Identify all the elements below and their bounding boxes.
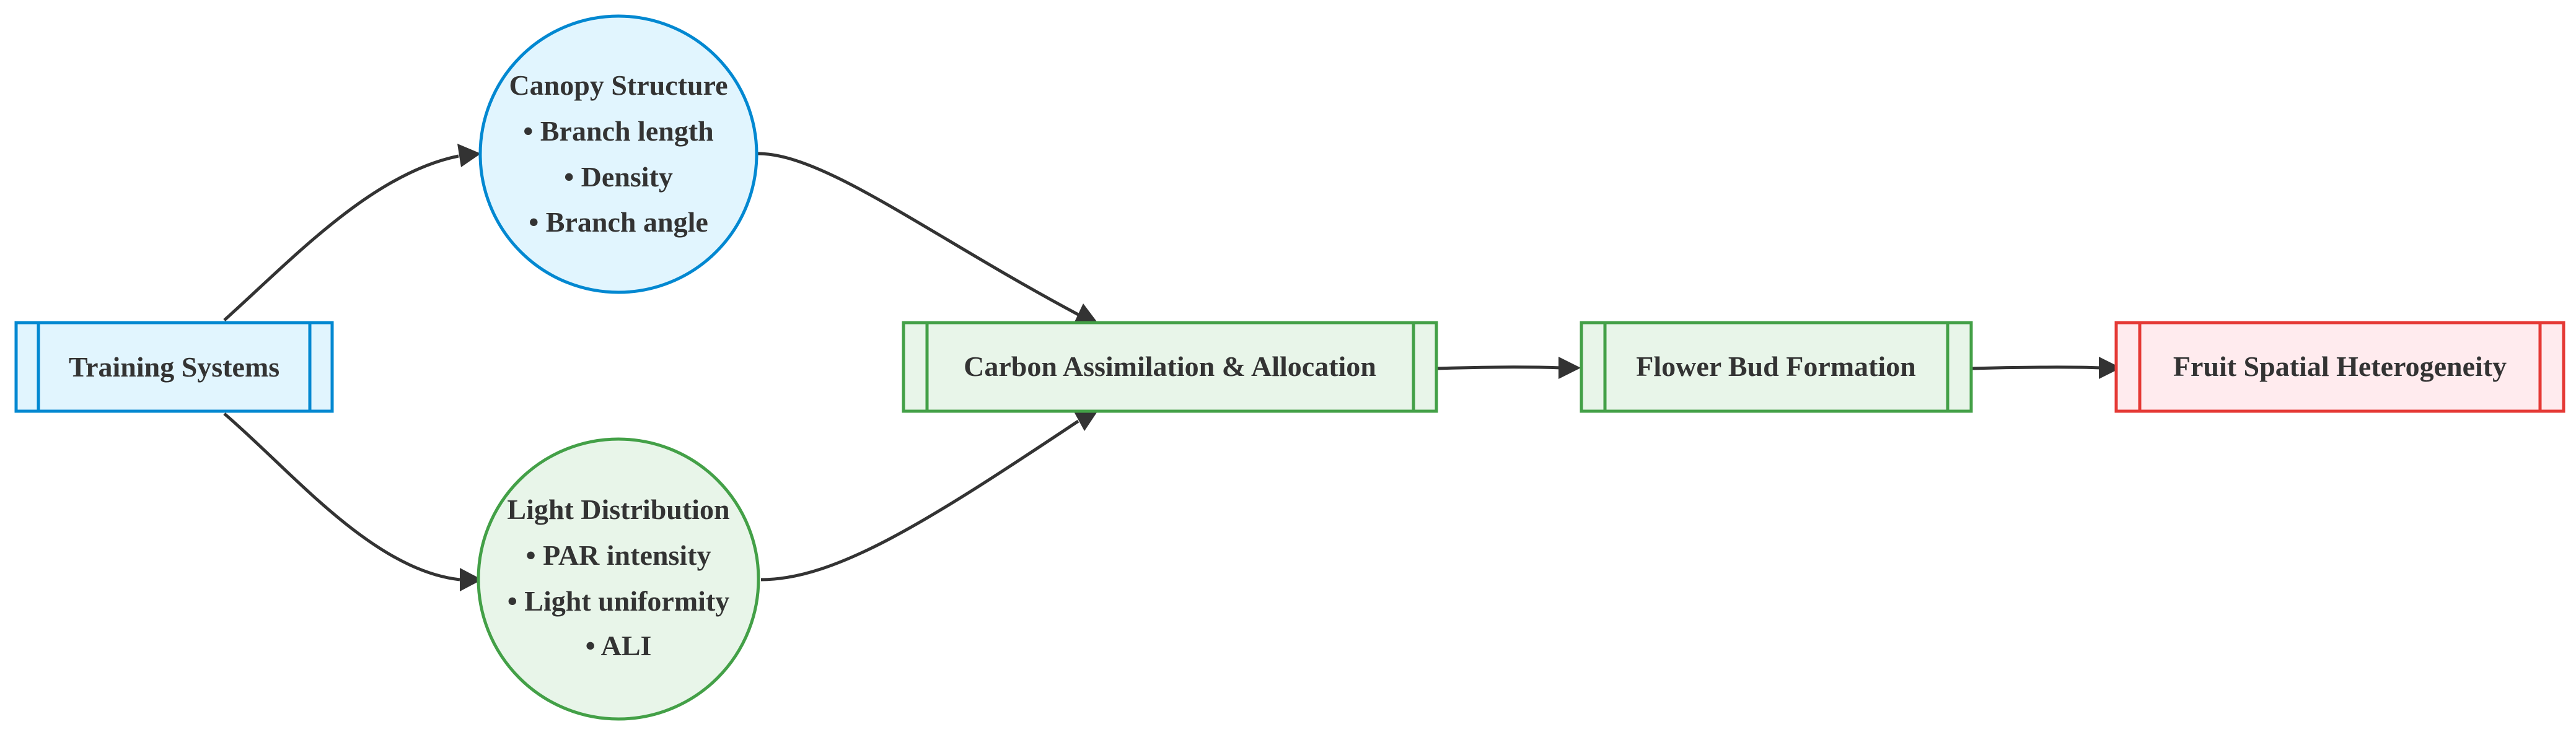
edge-carbon-to-flower	[1436, 365, 1562, 370]
node-item: • Density	[564, 161, 673, 193]
node-label: Training Systems	[69, 351, 279, 383]
edge-flower-to-fruit	[1971, 365, 2101, 370]
node-title: Light Distribution	[507, 494, 729, 525]
arrowhead-icon	[1073, 411, 1098, 431]
node-light-distribution: Light Distribution • PAR intensity • Lig…	[477, 437, 760, 721]
node-item: • PAR intensity	[526, 539, 711, 571]
edge-canopy-to-carbon	[757, 152, 1079, 316]
arrowhead-icon	[457, 144, 481, 167]
node-training-systems: Training Systems	[14, 321, 334, 413]
node-item: • Light uniformity	[508, 585, 730, 617]
arrowhead-icon	[1558, 357, 1581, 379]
edges	[223, 144, 2121, 591]
arrowhead-icon	[2099, 357, 2121, 379]
edge-training-to-light	[223, 412, 460, 582]
node-fruit-spatial-heterogeneity: Fruit Spatial Heterogeneity	[2114, 321, 2565, 413]
edge-training-to-canopy	[223, 154, 459, 321]
node-canopy-structure: Canopy Structure • Branch length • Densi…	[478, 14, 758, 294]
node-label: Flower Bud Formation	[1636, 351, 1915, 382]
arrowhead-icon	[460, 568, 482, 591]
node-label: Fruit Spatial Heterogeneity	[2173, 351, 2507, 382]
node-title: Canopy Structure	[509, 69, 728, 101]
node-label: Carbon Assimilation & Allocation	[964, 351, 1376, 382]
node-flower-bud-formation: Flower Bud Formation	[1580, 321, 1973, 413]
node-item: • Branch angle	[529, 206, 708, 238]
node-item: • Branch length	[523, 115, 713, 147]
node-carbon-assimilation: Carbon Assimilation & Allocation	[902, 321, 1438, 413]
edge-light-to-carbon	[760, 419, 1079, 582]
arrowhead-icon	[1073, 303, 1098, 325]
node-item: • ALI	[586, 630, 652, 661]
